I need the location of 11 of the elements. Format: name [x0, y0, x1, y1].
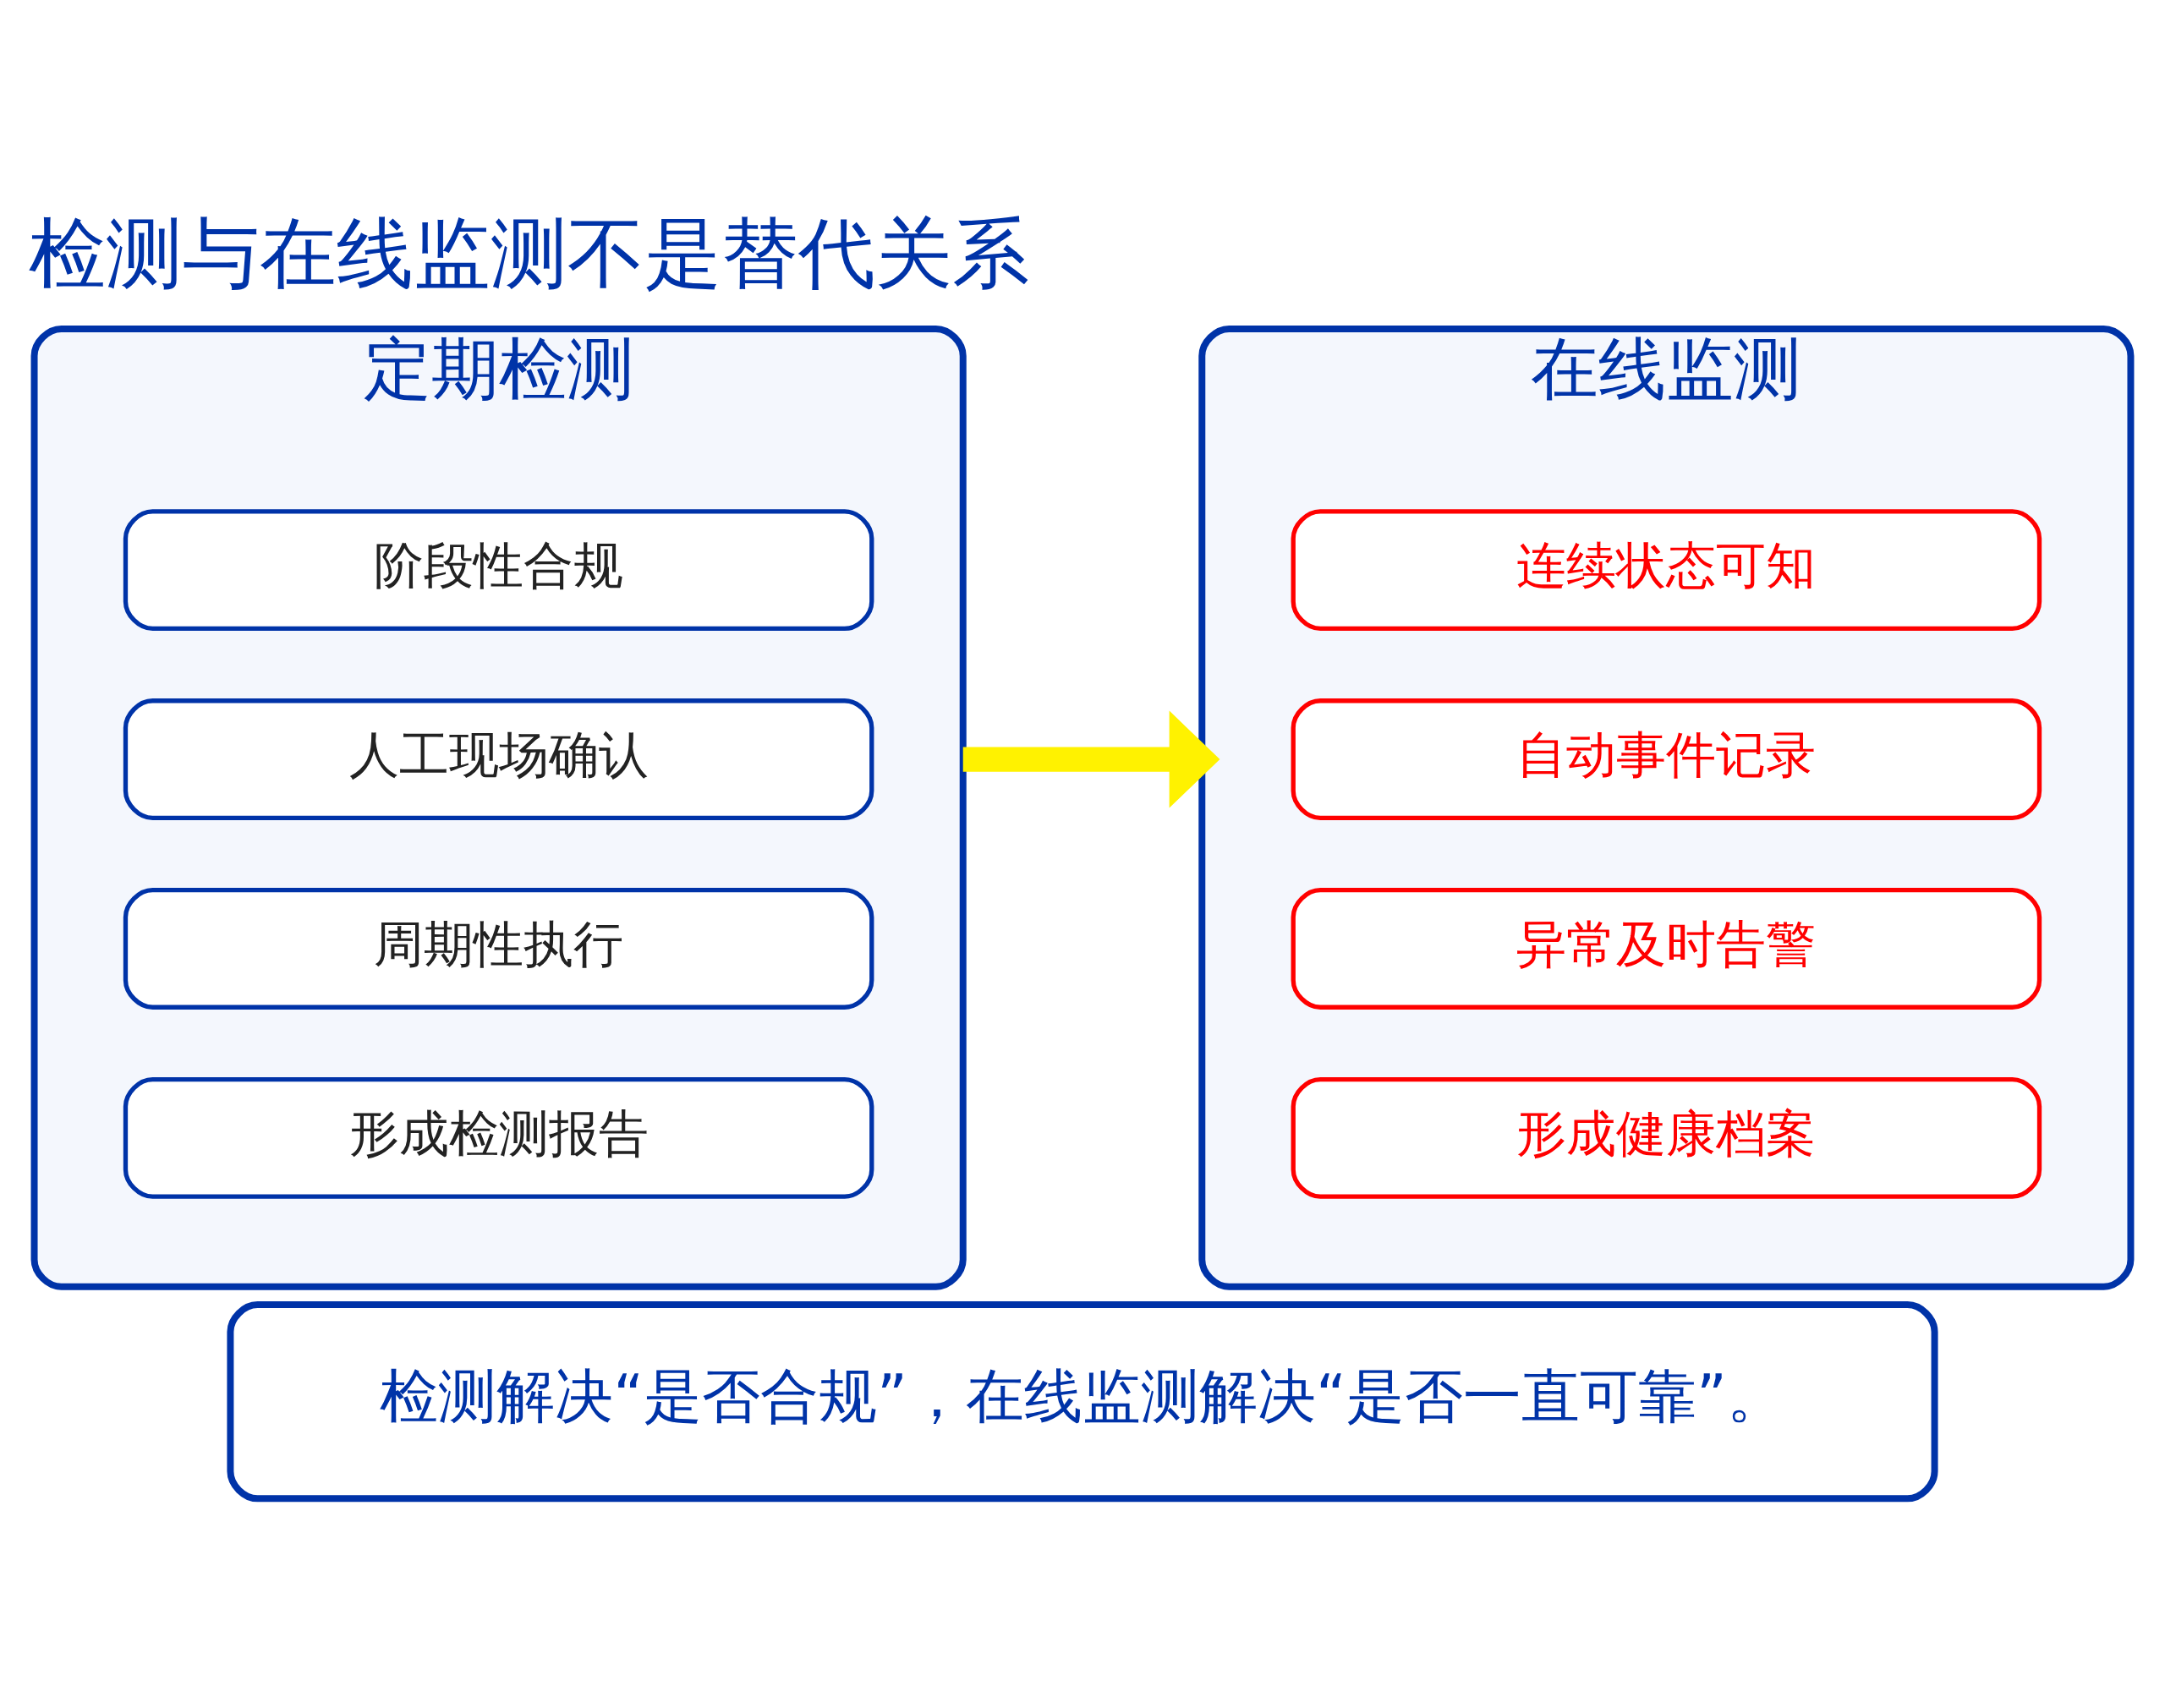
node-box: 自动事件记录	[1291, 698, 2042, 820]
node-box: 连续状态可知	[1291, 509, 2042, 632]
node-box: 周期性执行	[123, 888, 874, 1010]
node-box: 形成健康档案	[1291, 1076, 2042, 1199]
node-box: 阶段性合规	[123, 509, 874, 632]
arrow	[962, 710, 1220, 808]
node-box: 形成检测报告	[123, 1076, 874, 1199]
node-box: 异常及时告警	[1291, 888, 2042, 1010]
node-box: 人工现场确认	[123, 698, 874, 820]
node-box: 检测解决“是否合规”，在线监测解决“是否一直可靠”。	[227, 1301, 1938, 1503]
diagram-title: 检测与在线监测不是替代关系	[29, 208, 1030, 298]
